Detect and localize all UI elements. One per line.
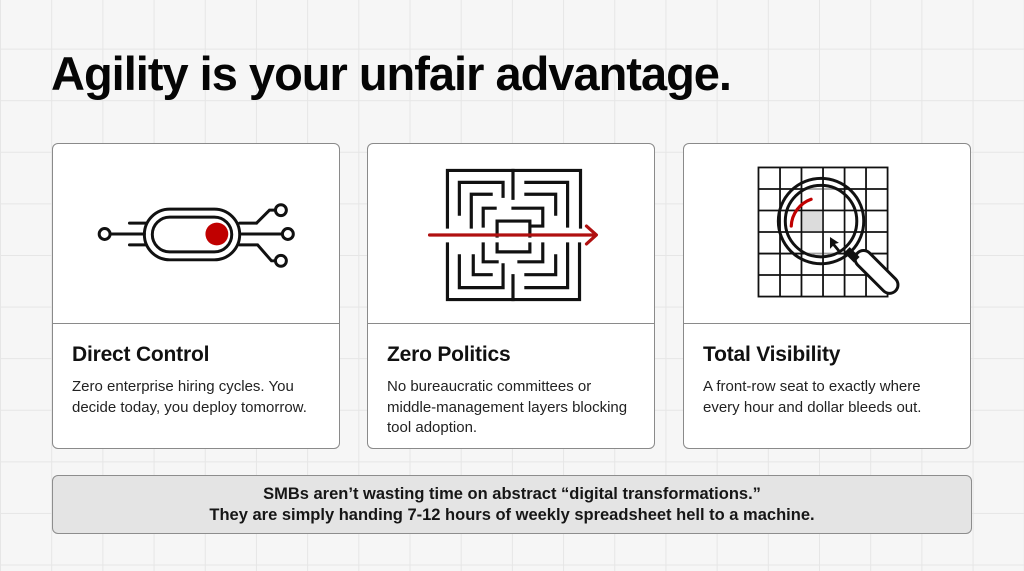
banner-line-2: They are simply handing 7-12 hours of we… bbox=[209, 505, 815, 524]
magnifier-grid-icon bbox=[757, 166, 900, 298]
card-heading: Direct Control bbox=[72, 343, 210, 366]
page-title: Agility is your unfair advantage. bbox=[51, 47, 732, 100]
card-body: Zero enterprise hiring cycles. You decid… bbox=[72, 378, 307, 416]
card-heading: Zero Politics bbox=[387, 343, 511, 366]
card-total-visibility: Total Visibility A front-row seat to exa… bbox=[683, 143, 971, 449]
banner-line-1: SMBs aren’t wasting time on abstract “di… bbox=[263, 484, 761, 503]
card-body: No bureaucratic committees or middle-man… bbox=[387, 378, 628, 436]
card-illustration bbox=[53, 144, 339, 324]
maze-arrow-icon bbox=[427, 168, 598, 302]
toggle-switch-circuit-icon bbox=[97, 203, 295, 268]
summary-banner: SMBs aren’t wasting time on abstract “di… bbox=[52, 475, 972, 534]
card-direct-control: Direct Control Zero enterprise hiring cy… bbox=[52, 143, 340, 449]
card-zero-politics: Zero Politics No bureaucratic committees… bbox=[367, 143, 655, 449]
card-heading: Total Visibility bbox=[703, 343, 841, 366]
card-illustration bbox=[368, 144, 654, 324]
card-body: A front-row seat to exactly where every … bbox=[703, 378, 922, 416]
card-illustration bbox=[684, 144, 970, 324]
